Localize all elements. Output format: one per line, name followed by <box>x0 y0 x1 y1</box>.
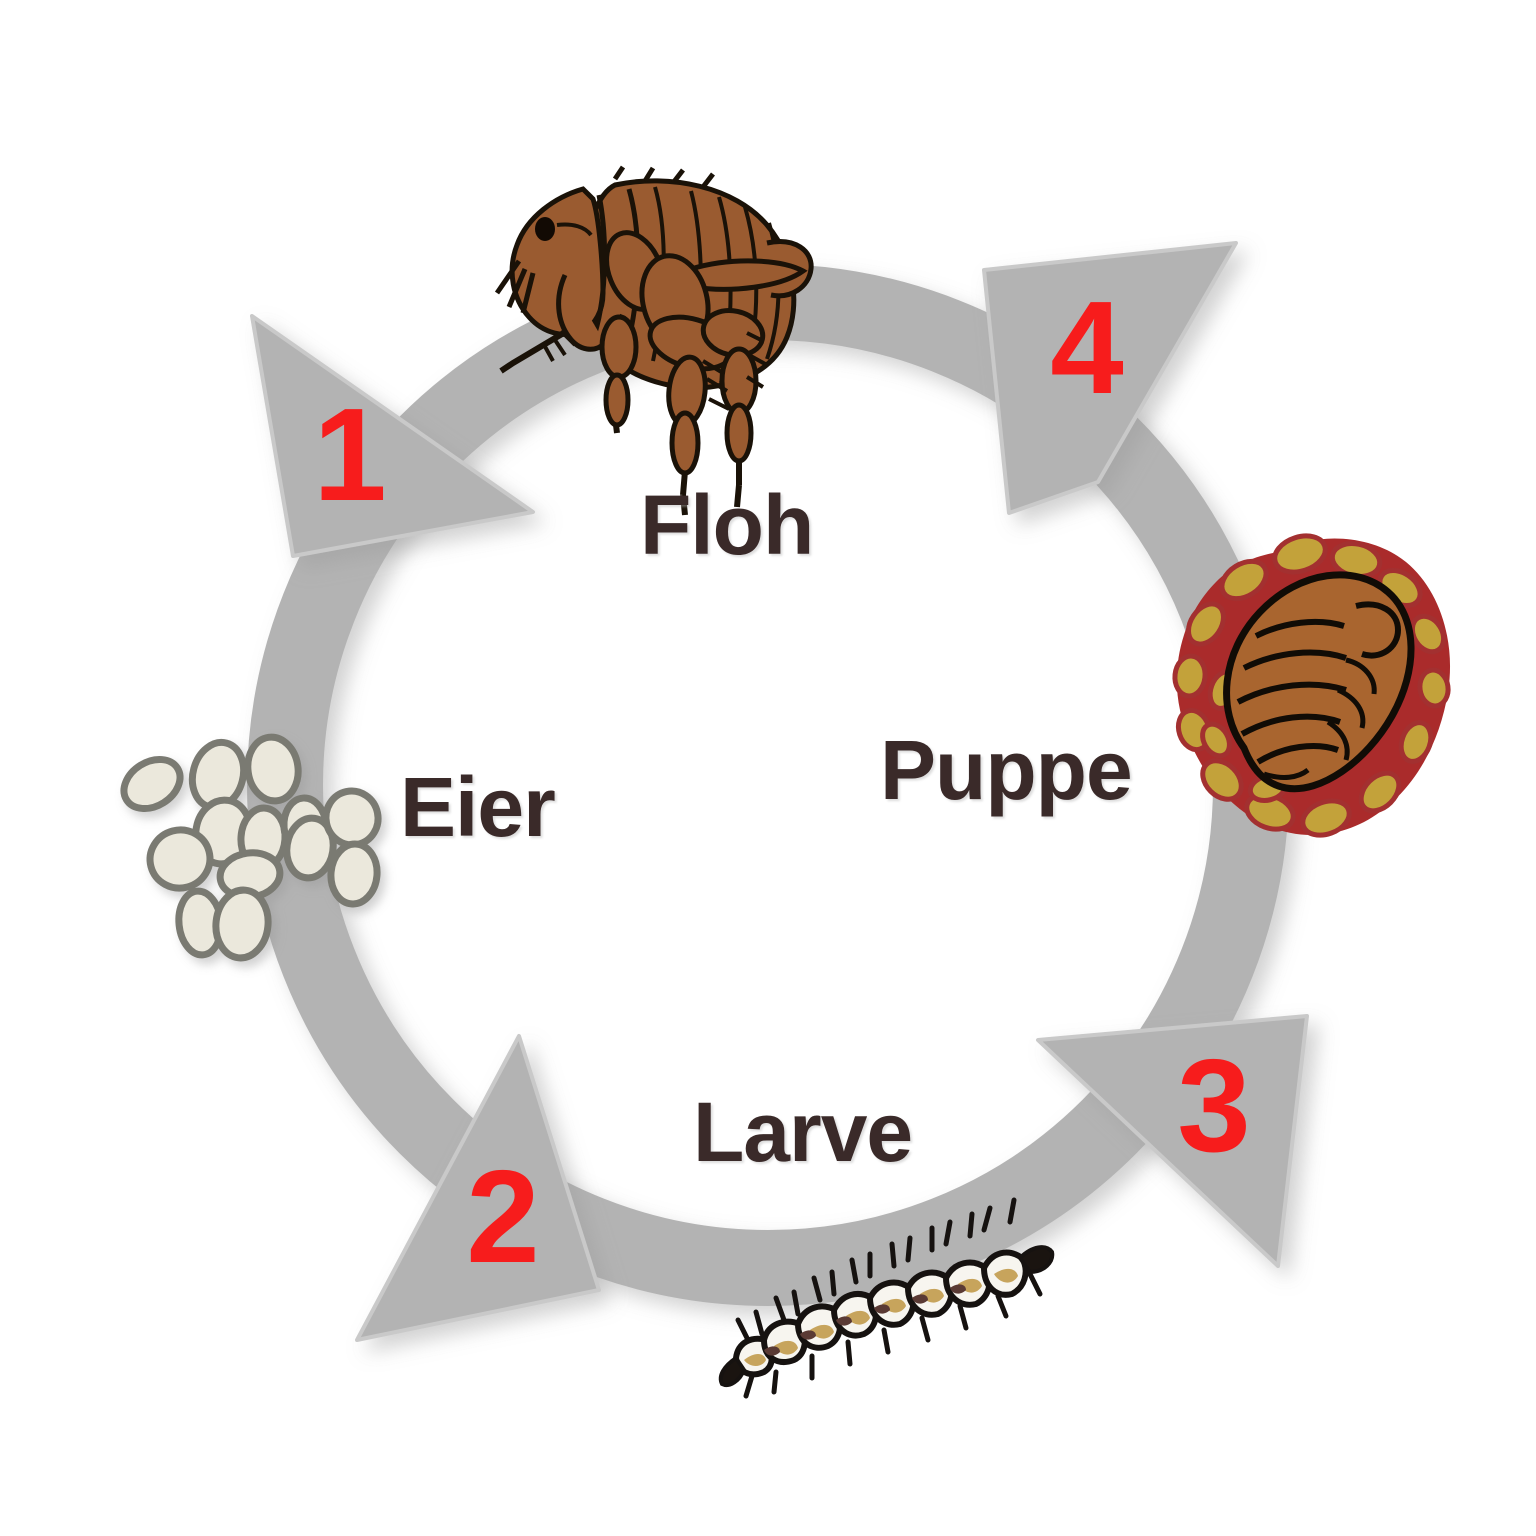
arrow-step-4-number: 4 <box>1050 274 1123 421</box>
arrow-step-1-number: 1 <box>313 381 386 528</box>
arrow-step-2-number: 2 <box>466 1143 539 1290</box>
stage-label-larve: Larve <box>693 1085 913 1179</box>
arrow-step-2: 2 <box>355 1034 601 1342</box>
flea-pupa-cocoon-illustration <box>1172 533 1451 838</box>
arrow-step-3: 3 <box>1036 1014 1309 1268</box>
arrow-step-3-number: 3 <box>1177 1032 1250 1179</box>
flea-eggs-illustration <box>120 733 382 962</box>
arrow-step-4: 4 <box>982 241 1238 515</box>
stage-label-puppe: Puppe <box>880 723 1133 817</box>
stage-label-eier: Eier <box>400 760 556 854</box>
flea-larva-illustration <box>718 1197 1055 1399</box>
stage-label-floh: Floh <box>640 478 814 572</box>
adult-flea-illustration <box>494 165 814 516</box>
arrow-step-1: 1 <box>250 314 535 558</box>
